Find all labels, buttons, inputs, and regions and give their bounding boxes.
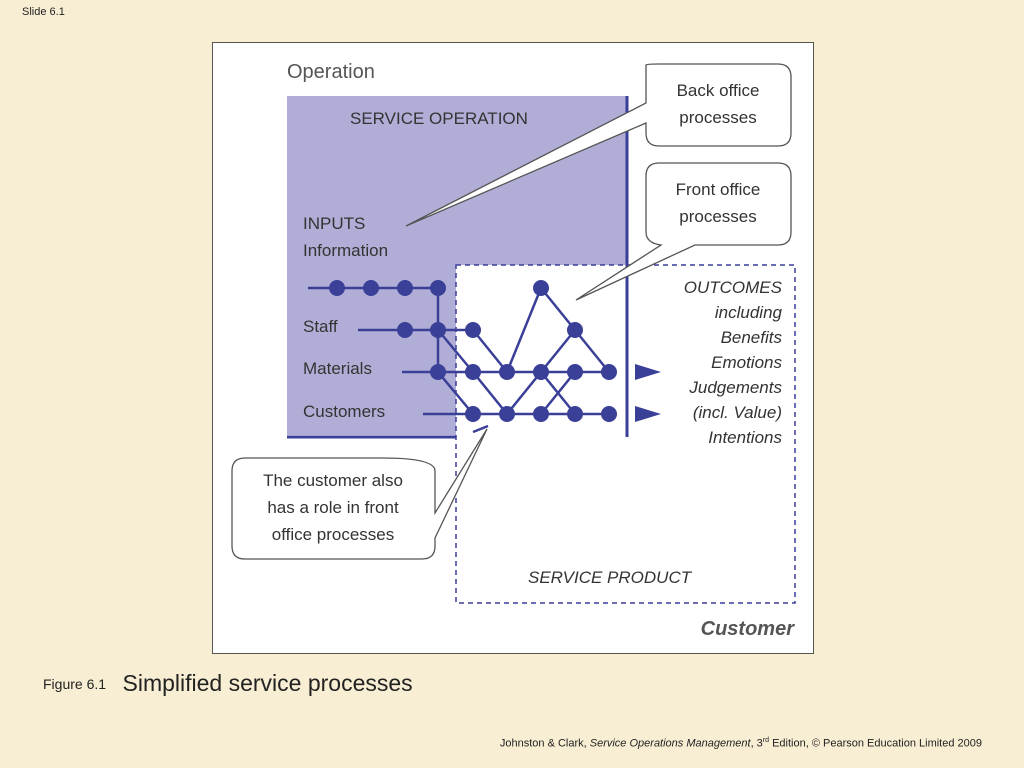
figure-diagram: Operation SERVICE OPERATION INPUTS Infor…: [212, 42, 814, 654]
callout-customer-role-line1: The customer also: [263, 471, 403, 490]
arrow-materials: [635, 364, 661, 380]
inputs-title: INPUTS: [303, 214, 365, 233]
slide-number: Slide 6.1: [22, 6, 65, 18]
footer-citation: Johnston & Clark, Service Operations Man…: [500, 737, 982, 750]
callout-back-office: Back office processes: [405, 63, 792, 227]
process-nodes: [329, 280, 617, 422]
callout-front-office-line1: Front office: [676, 180, 761, 199]
outcomes-including: including: [715, 303, 783, 322]
outcome-benefits: Benefits: [721, 328, 783, 347]
outcome-judgements: Judgements: [688, 378, 782, 397]
arrow-customers: [635, 406, 661, 422]
service-product-boundary: [455, 264, 796, 604]
callout-front-office-line2: processes: [679, 207, 756, 226]
outcomes-title: OUTCOMES: [684, 278, 783, 297]
footer-book-title: Service Operations Management: [589, 737, 751, 750]
callout-customer-role-line2: has a role in front: [267, 498, 399, 517]
figure-number: Figure 6.1: [43, 676, 107, 692]
callout-back-office-line2: processes: [679, 108, 756, 127]
figure-title: Simplified service processes: [122, 670, 413, 696]
inputs-information: Information: [303, 241, 388, 260]
service-process-diagram: Operation SERVICE OPERATION INPUTS Infor…: [231, 61, 796, 640]
input-staff-label: Staff: [303, 317, 338, 336]
footer-authors: Johnston & Clark,: [499, 737, 590, 750]
service-operation-label: SERVICE OPERATION: [350, 109, 528, 128]
footer-copyright: Edition, © Pearson Education Limited 200…: [769, 737, 982, 750]
customer-label: Customer: [701, 618, 796, 640]
figure-caption: Figure 6.1 Simplified service processes: [43, 670, 413, 697]
footer-edition: , 3: [750, 737, 763, 750]
callout-back-office-line1: Back office: [677, 81, 760, 100]
footer-edition-sup: rd: [762, 737, 770, 744]
callout-customer-role: The customer also has a role in front of…: [231, 428, 488, 560]
outcome-intentions: Intentions: [708, 428, 782, 447]
input-materials-label: Materials: [303, 359, 372, 378]
service-product-label: SERVICE PRODUCT: [528, 568, 693, 587]
outcome-incl-value: (incl. Value): [693, 403, 782, 422]
input-customers-label: Customers: [303, 402, 385, 421]
outcome-emotions: Emotions: [711, 353, 782, 372]
outcomes-list: OUTCOMES including Benefits Emotions Jud…: [684, 278, 783, 447]
operation-label: Operation: [287, 61, 375, 83]
callout-front-office: Front office processes: [575, 162, 792, 301]
callout-customer-role-line3: office processes: [272, 525, 395, 544]
